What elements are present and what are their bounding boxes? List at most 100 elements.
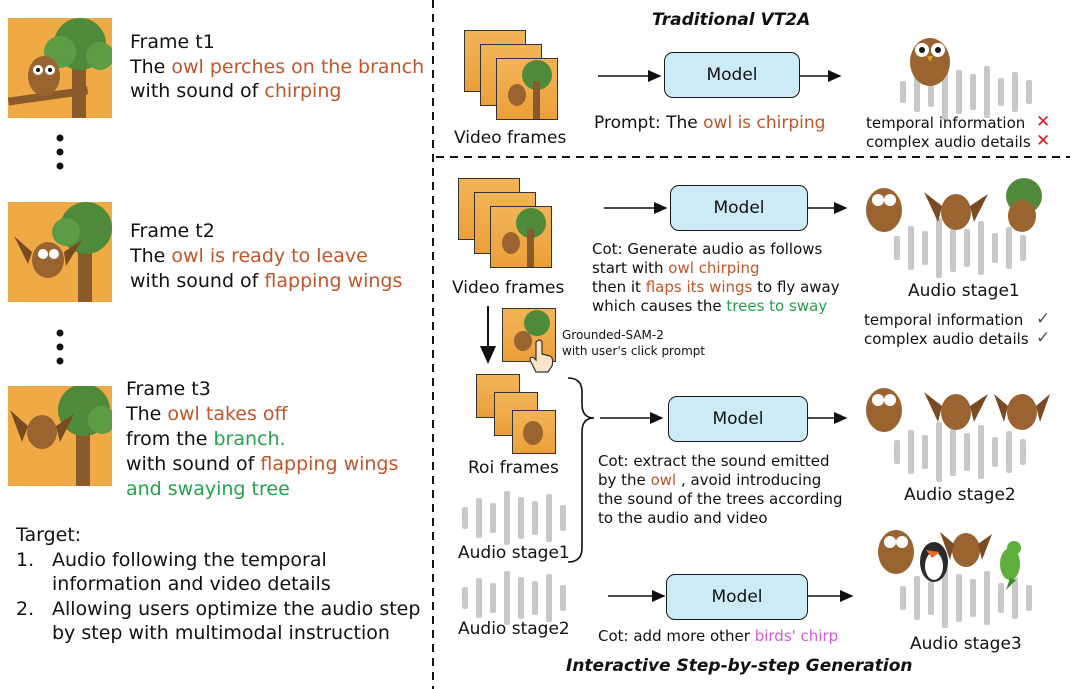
frame-t1-line2-highlight: chirping (264, 80, 342, 102)
frame-t1-line1-highlight: owl perches on the branch (171, 56, 425, 78)
frame-t3-title: Frame t3 (126, 378, 211, 400)
frame-t3-line3: with sound of flapping wings (126, 453, 398, 476)
frame-t3-image (8, 386, 112, 486)
roi-frame-3 (512, 410, 556, 454)
waveform-stage3-bar (956, 574, 962, 622)
cot1-line3-highlight: flaps its wings (645, 278, 753, 296)
frame-t1-line1-pre: The (130, 56, 172, 78)
waveform-stage1-bar (894, 236, 900, 260)
waveform-trad-bar (900, 81, 906, 103)
model-box-stage1: Model (670, 185, 808, 231)
stage2-owls-image (854, 378, 1054, 438)
trad-model-box: Model (664, 52, 800, 98)
waveform-left-stage1-bar (518, 497, 524, 539)
frame-t3-line2-pre: from the (126, 428, 214, 450)
traditional-title: Traditional VT2A (652, 10, 811, 30)
target-1-line2: information and video details (52, 573, 331, 595)
cot3: Cot: add more other birds' chirp (598, 627, 838, 646)
trad-video-frame-3 (496, 58, 558, 120)
cot1-line4-pre: which causes the (592, 297, 727, 315)
frame-t3-line3-pre: with sound of (126, 453, 261, 475)
frame-t3-line1-pre: The (126, 403, 168, 425)
int-check-1: temporal information (864, 311, 1024, 329)
frame-t3-line1: The owl takes off (126, 403, 288, 426)
cot2-line2: by the owl , avoid introducing (598, 471, 821, 490)
waveform-stage3-bar (1012, 577, 1018, 619)
sam-label-2: with user's click prompt (562, 344, 706, 358)
cot1-line4: which causes the trees to sway (592, 297, 827, 316)
cot1-line2-pre: start with (592, 259, 669, 277)
waveform-trad-bar (914, 72, 920, 112)
frame-t3-line2-highlight: branch. (213, 428, 286, 450)
waveform-left-stage2-bar (462, 587, 468, 609)
frame-t1-image (8, 18, 112, 118)
audio-stage1-left-label: Audio stage1 (458, 543, 570, 563)
cot1-line3-pre: then it (592, 278, 646, 296)
waveform-stage1-bar (964, 229, 970, 267)
audio-stage1-right-label: Audio stage1 (908, 281, 1020, 301)
waveform-trad-bar (956, 70, 962, 114)
target-1-num: 1. (16, 549, 35, 571)
waveform-left-stage1-bar (560, 505, 566, 531)
cot1-line3-post: to fly away (752, 278, 840, 296)
waveform-left-stage2-bar (490, 583, 496, 613)
int-video-label: Video frames (452, 278, 565, 298)
int-checkmark-2: ✓ (1036, 328, 1051, 348)
trad-prompt: Prompt: The owl is chirping (594, 113, 825, 134)
cot1-line3: then it flaps its wings to fly away (592, 278, 840, 297)
cot2-line4: to the audio and video (598, 509, 768, 527)
waveform-stage1-bar (950, 224, 956, 272)
waveform-left-stage1-bar (462, 507, 468, 529)
roi-label: Roi frames (468, 458, 559, 478)
trad-owl-image (900, 22, 960, 88)
waveform-trad-bar (1012, 72, 1018, 112)
cot1-line1: Cot: Generate audio as follows (592, 240, 823, 258)
frame-t2-line1: The owl is ready to leave (130, 245, 368, 268)
waveform-trad-bar (998, 78, 1004, 106)
frame-t1-line2-pre: with sound of (130, 80, 265, 102)
waveform-left-stage2-bar (518, 577, 524, 619)
waveform-stage1-bar (1006, 227, 1012, 269)
cot2-line1: Cot: extract the sound emitted (598, 452, 830, 470)
waveform-stage3-bar (1026, 585, 1032, 611)
waveform-stage1-bar (922, 231, 928, 265)
model-box-stage3: Model (666, 574, 808, 620)
frame-t2-line1-highlight: owl is ready to leave (171, 245, 368, 267)
waveform-left-stage2-bar (504, 571, 510, 625)
target-title: Target: (16, 524, 82, 546)
trad-cross-1: ✕ (1036, 112, 1051, 132)
audio-stage2-left-label: Audio stage2 (458, 619, 570, 639)
frame-t3-line2: from the branch. (126, 428, 286, 451)
waveform-stage2-bar (894, 440, 900, 464)
trad-check-1: temporal information (866, 114, 1026, 132)
hand-cursor-icon (528, 338, 556, 374)
target-2-line1: Allowing users optimize the audio step (52, 598, 421, 620)
waveform-stage2-bar (992, 437, 998, 467)
frame-t3-line4: and swaying tree (126, 478, 290, 500)
int-video-frame-3 (490, 206, 552, 268)
waveform-trad-bar (1026, 80, 1032, 104)
sam-label-1: Grounded-SAM-2 (562, 328, 664, 342)
frame-t3-line1-highlight: owl takes off (167, 403, 288, 425)
waveform-left-stage2-bar (476, 578, 482, 618)
model-box-stage2: Model (668, 396, 808, 442)
waveform-stage2-bar (936, 422, 942, 482)
interactive-title: Interactive Step-by-step Generation (566, 656, 913, 676)
waveform-stage2-bar (1020, 439, 1026, 465)
ellipsis-dots (56, 134, 64, 365)
int-check-2: complex audio details (864, 330, 1029, 348)
audio-stage3-label: Audio stage3 (910, 634, 1022, 654)
int-checkmark-1: ✓ (1036, 309, 1051, 329)
frame-t1-title: Frame t1 (130, 31, 215, 53)
cot1-line4-highlight: trees to sway (726, 297, 828, 315)
waveform-stage3-bar (928, 581, 934, 615)
waveform-stage2-bar (950, 428, 956, 476)
waveform-left-stage1-bar (490, 503, 496, 533)
trad-video-label: Video frames (454, 128, 567, 148)
waveform-stage3-bar (942, 568, 948, 628)
frame-t2-line2-highlight: flapping wings (264, 270, 403, 292)
waveform-stage3-bar (914, 576, 920, 620)
frame-t1-line2: with sound of chirping (130, 80, 341, 103)
cot1-line2-highlight: owl chirping (668, 259, 760, 277)
waveform-stage2-bar (978, 425, 984, 479)
